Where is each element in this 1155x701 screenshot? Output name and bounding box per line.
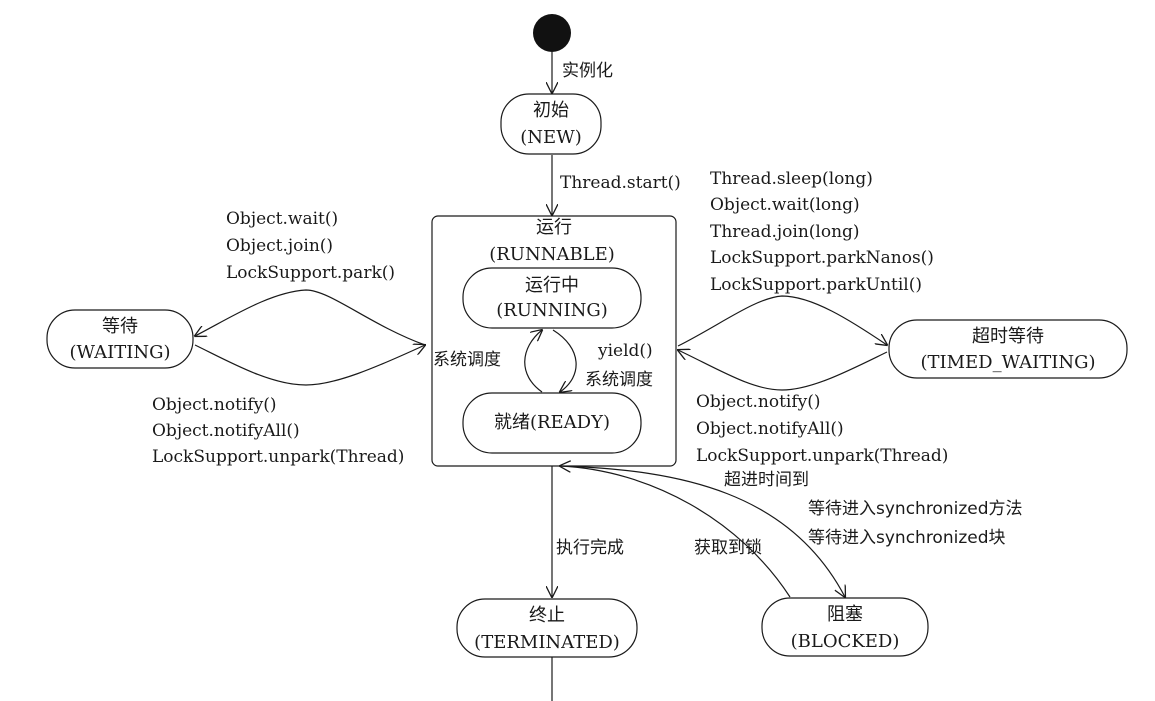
edge-to-waiting bbox=[195, 289, 426, 346]
node-runnable-title: 运行 bbox=[536, 217, 572, 238]
node-terminated bbox=[456, 598, 638, 658]
label-from-timed-waiting-line: Object.notify() bbox=[696, 392, 821, 412]
node-terminated-subtitle: (TERMINATED) bbox=[474, 632, 620, 653]
node-waiting-subtitle: (WAITING) bbox=[69, 342, 170, 363]
label-to-timed-waiting-line: LockSupport.parkNanos() bbox=[710, 248, 934, 268]
label-acquire-lock: 获取到锁 bbox=[694, 538, 762, 558]
edge-from-timed-waiting bbox=[678, 350, 888, 391]
initial-state-dot bbox=[533, 14, 571, 52]
node-new-title: 初始 bbox=[533, 100, 569, 121]
edge-to-blocked bbox=[561, 465, 845, 597]
label-schedule-left: 系统调度 bbox=[433, 350, 501, 370]
label-from-waiting: Object.notify() Object.notifyAll() LockS… bbox=[152, 395, 404, 467]
node-new-subtitle: (NEW) bbox=[520, 127, 581, 148]
label-from-waiting-line: Object.notify() bbox=[152, 395, 277, 415]
node-waiting-title: 等待 bbox=[102, 316, 138, 337]
node-timed-waiting bbox=[888, 319, 1128, 379]
node-running-title: 运行中 bbox=[525, 275, 579, 296]
node-running bbox=[462, 267, 642, 329]
node-ready bbox=[462, 392, 642, 454]
label-yield: yield() bbox=[597, 341, 653, 361]
label-from-waiting-line: LockSupport.unpark(Thread) bbox=[152, 447, 404, 467]
label-to-timed-waiting: Thread.sleep(long) Object.wait(long) Thr… bbox=[710, 169, 934, 295]
label-from-timed-waiting-line: LockSupport.unpark(Thread) bbox=[696, 446, 948, 466]
edge-acquire-lock bbox=[560, 466, 791, 598]
node-timed-waiting-title: 超时等待 bbox=[972, 326, 1044, 347]
label-to-blocked-line: 等待进入synchronized块 bbox=[808, 528, 1006, 548]
label-to-waiting: Object.wait() Object.join() LockSupport.… bbox=[226, 209, 395, 283]
label-to-timed-waiting-line: LockSupport.parkUntil() bbox=[710, 275, 922, 295]
node-waiting bbox=[46, 309, 194, 369]
label-to-timed-waiting-line: Thread.sleep(long) bbox=[710, 169, 873, 189]
edge-from-waiting bbox=[194, 345, 425, 386]
node-timed-waiting-subtitle: (TIMED_WAITING) bbox=[920, 352, 1095, 373]
node-ready-title: 就绪(READY) bbox=[494, 412, 610, 433]
label-thread-start: Thread.start() bbox=[560, 173, 681, 193]
label-from-timed-waiting: Object.notify() Object.notifyAll() LockS… bbox=[696, 392, 948, 490]
label-to-timed-waiting-line: Thread.join(long) bbox=[710, 222, 860, 242]
node-new bbox=[500, 93, 602, 155]
edge-yield-to-ready bbox=[552, 329, 577, 392]
node-terminated-title: 终止 bbox=[529, 605, 565, 626]
label-finish: 执行完成 bbox=[556, 538, 624, 558]
label-to-timed-waiting-line: Object.wait(long) bbox=[710, 195, 860, 215]
edge-to-timed-waiting bbox=[677, 295, 887, 347]
node-blocked-title: 阻塞 bbox=[827, 604, 863, 625]
node-running-subtitle: (RUNNING) bbox=[496, 300, 608, 321]
label-from-timed-waiting-line: Object.notifyAll() bbox=[696, 419, 844, 439]
label-to-waiting-line: Object.join() bbox=[226, 236, 333, 256]
edge-schedule-to-running bbox=[524, 330, 542, 393]
node-runnable bbox=[431, 215, 677, 467]
node-runnable-subtitle: (RUNNABLE) bbox=[489, 244, 615, 265]
label-from-timed-waiting-line: 超进时间到 bbox=[724, 470, 809, 490]
label-to-waiting-line: Object.wait() bbox=[226, 209, 338, 229]
node-blocked-subtitle: (BLOCKED) bbox=[791, 631, 900, 652]
label-instantiate: 实例化 bbox=[562, 61, 613, 81]
label-from-waiting-line: Object.notifyAll() bbox=[152, 421, 300, 441]
label-to-waiting-line: LockSupport.park() bbox=[226, 263, 395, 283]
label-to-blocked: 等待进入synchronized方法 等待进入synchronized块 bbox=[808, 499, 1023, 548]
label-to-blocked-line: 等待进入synchronized方法 bbox=[808, 499, 1023, 519]
label-schedule-right: 系统调度 bbox=[585, 370, 653, 390]
